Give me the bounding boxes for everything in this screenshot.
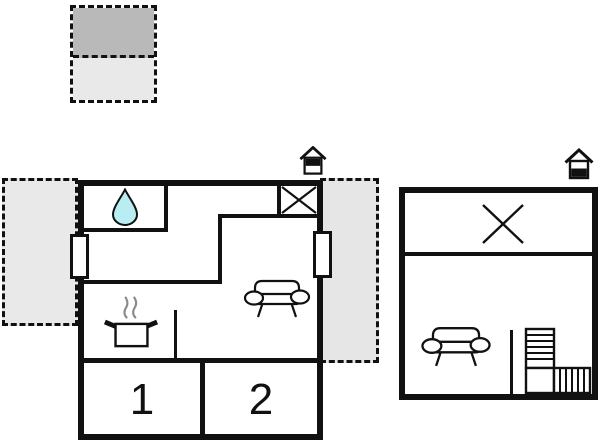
- sofa-icon: [243, 279, 311, 318]
- staircase-icon: [524, 327, 592, 395]
- bathroom-wall-right: [164, 186, 168, 232]
- cooking-pot-icon: [103, 296, 159, 348]
- bedroom-divider-wall: [200, 360, 205, 440]
- bathroom-wall-bottom: [84, 228, 168, 232]
- legend-roofed-terrace-swatch: [73, 8, 154, 58]
- upper-partition-stub: [510, 330, 513, 394]
- upper-divider-wall: [405, 252, 592, 256]
- steam-icon: [123, 296, 129, 319]
- crossed-box-icon: [281, 186, 317, 214]
- window-icon-right: [313, 231, 332, 278]
- kitchen-partition-stub: [174, 310, 177, 360]
- legend-open-terrace-swatch: [73, 58, 154, 100]
- water-drop-icon: [111, 188, 139, 226]
- terrace-left: [2, 178, 78, 326]
- kitchen-wall-top: [84, 280, 222, 284]
- room-2-label: 2: [248, 375, 274, 424]
- upper-floor-plan: [399, 187, 598, 400]
- crossed-box-wall-left: [277, 186, 281, 218]
- house-level-icon-top-filled: [299, 146, 327, 175]
- window-icon-left: [70, 234, 89, 279]
- legend-terrace-patch: [70, 5, 157, 103]
- cross-mark-icon: [482, 204, 524, 244]
- room-1-label: 1: [129, 375, 155, 424]
- hall-wall-horizontal: [218, 214, 317, 218]
- hall-wall-vertical: [218, 214, 222, 284]
- sofa-icon-upper: [421, 327, 491, 367]
- house-level-icon-bottom-filled: [564, 148, 594, 180]
